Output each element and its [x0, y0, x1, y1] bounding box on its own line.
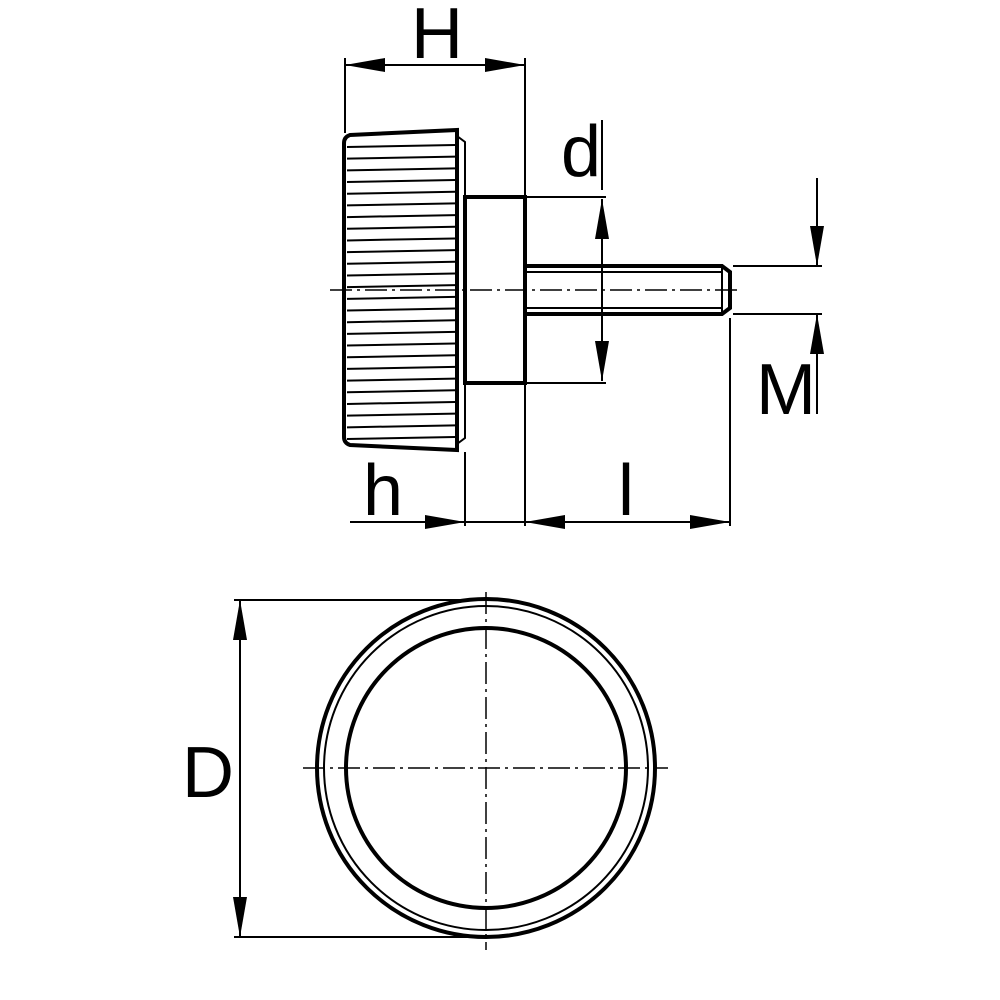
knurl-rib	[346, 214, 456, 219]
knurl-rib	[346, 365, 456, 370]
label-M: M	[756, 350, 816, 430]
label-l: l	[618, 451, 634, 531]
knurled-head-outline	[342, 127, 459, 453]
side-view: H d M h l	[330, 0, 824, 531]
dimension-D: D	[182, 599, 484, 938]
knurl-rib	[346, 307, 456, 312]
label-D: D	[182, 733, 234, 813]
dimension-h-l: h l	[350, 318, 731, 531]
knurl-rib	[346, 400, 456, 405]
dimension-d: d	[527, 112, 609, 384]
knurl-rib	[346, 155, 456, 160]
knurl-rib	[346, 249, 456, 254]
knurl-rib	[346, 436, 456, 440]
knurl-rib	[346, 424, 456, 429]
knurl-rib	[346, 179, 456, 184]
label-d: d	[561, 112, 601, 192]
knurl-rib	[346, 389, 456, 394]
knurl-rib	[346, 167, 456, 172]
knurl-ribs	[346, 144, 456, 440]
label-h: h	[363, 451, 403, 531]
dimension-M: M	[733, 178, 824, 430]
label-H: H	[411, 0, 463, 74]
front-view: D	[182, 592, 668, 950]
knurl-rib	[346, 319, 456, 324]
knurl-rib	[346, 377, 456, 382]
knurl-rib	[346, 330, 456, 335]
knurl-rib	[346, 144, 456, 148]
dimension-H: H	[344, 0, 526, 195]
knurl-rib	[346, 237, 456, 242]
knurl-rib	[346, 260, 456, 265]
knurl-rib	[346, 190, 456, 195]
knurl-rib	[346, 284, 456, 289]
knurl-rib	[346, 354, 456, 359]
knurl-rib	[346, 342, 456, 347]
knurl-rib	[346, 272, 456, 277]
knurl-rib	[346, 202, 456, 207]
knurl-rib	[346, 295, 456, 300]
knurl-rib	[346, 225, 456, 230]
knurl-rib	[346, 412, 456, 417]
